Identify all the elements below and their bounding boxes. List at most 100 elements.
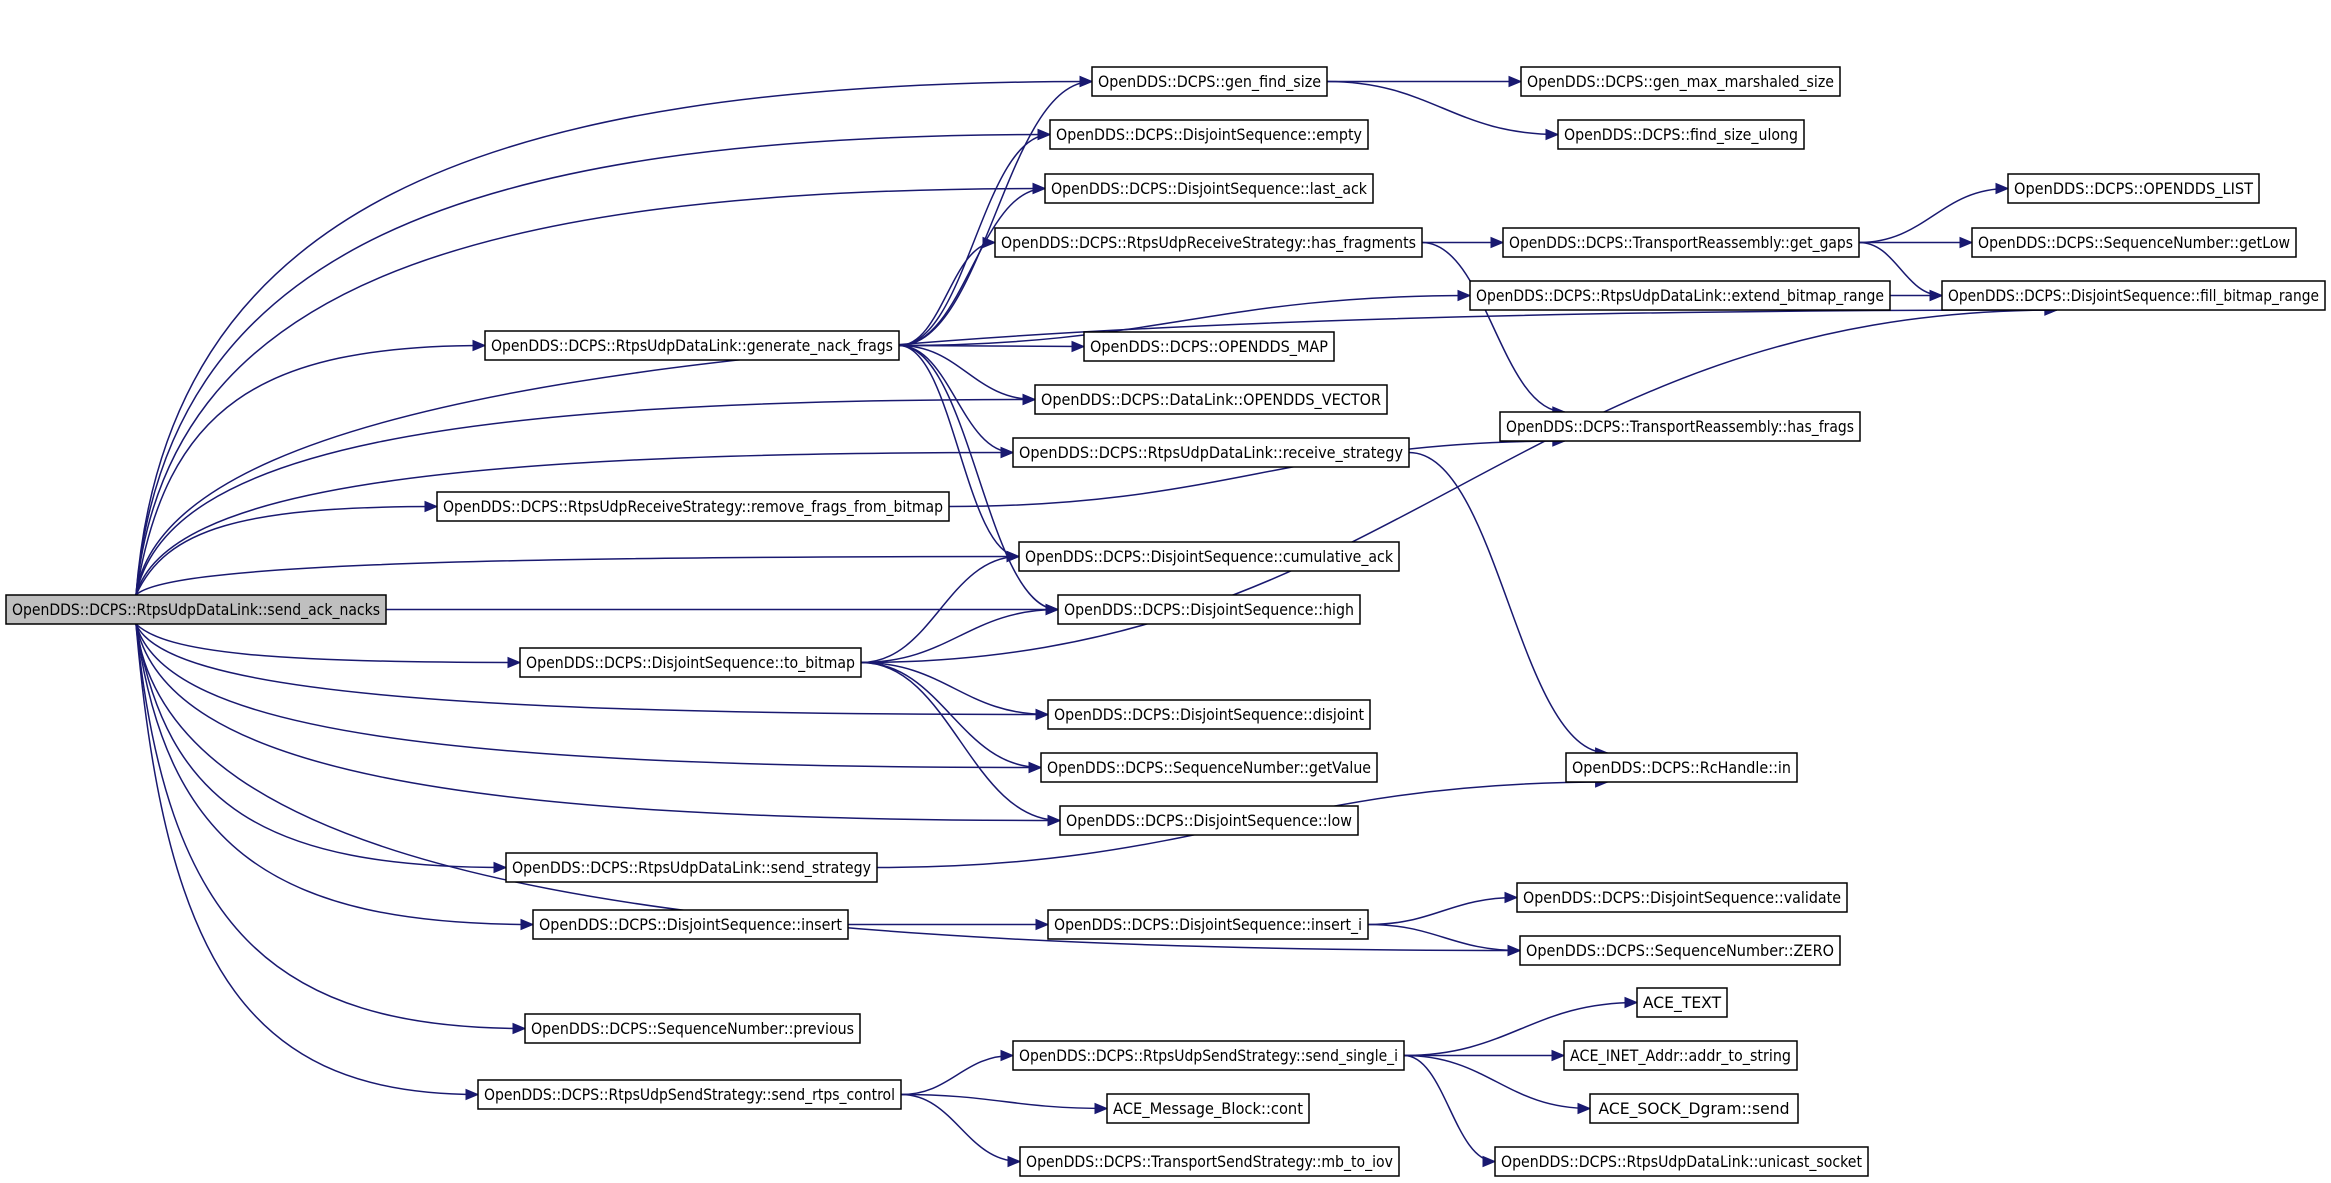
edge-root-to-opendds-vector: [135, 398, 1036, 596]
node-label: OpenDDS::DCPS::SequenceNumber::ZERO: [1526, 942, 1834, 960]
edge-arrowhead: [1507, 944, 1522, 957]
node-label: ACE_SOCK_Dgram::send: [1598, 1100, 1789, 1119]
node-opendds-list[interactable]: OpenDDS::DCPS::OPENDDS_LIST: [2007, 173, 2260, 204]
node-send-rtps-control[interactable]: OpenDDS::DCPS::RtpsUdpSendStrategy::send…: [477, 1079, 902, 1110]
node-label: OpenDDS::DCPS::DisjointSequence::insert: [539, 916, 842, 934]
node-get-gaps[interactable]: OpenDDS::DCPS::TransportReassembly::get_…: [1502, 227, 1860, 258]
node-box: [1469, 280, 1891, 311]
node-box: [1941, 280, 2326, 311]
node-box: [1520, 66, 1841, 97]
edge-arrowhead: [1457, 289, 1472, 302]
node-getvalue[interactable]: OpenDDS::DCPS::SequenceNumber::getValue: [1040, 752, 1378, 783]
edge-arrowhead: [472, 339, 487, 352]
edge: [135, 623, 535, 931]
edge: [1367, 923, 1522, 957]
node-ds-last-ack[interactable]: OpenDDS::DCPS::DisjointSequence::last_ac…: [1044, 173, 1374, 204]
node-mb-to-iov[interactable]: OpenDDS::DCPS::TransportSendStrategy::mb…: [1019, 1146, 1400, 1177]
node-gen-max-marshaled-size[interactable]: OpenDDS::DCPS::gen_max_marshaled_size: [1520, 66, 1841, 97]
edge: [1326, 80, 1560, 141]
node-label: OpenDDS::DCPS::RtpsUdpDataLink::receive_…: [1019, 444, 1403, 463]
node-box: [1040, 752, 1378, 783]
node-gen-find-size[interactable]: OpenDDS::DCPS::gen_find_size: [1091, 66, 1328, 97]
node-receive-strategy[interactable]: OpenDDS::DCPS::RtpsUdpDataLink::receive_…: [1012, 437, 1410, 468]
edge: [898, 289, 1472, 347]
edge: [135, 550, 1021, 596]
node-send-single-i[interactable]: OpenDDS::DCPS::RtpsUdpSendStrategy::send…: [1012, 1040, 1405, 1071]
node-label: OpenDDS::DCPS::DisjointSequence::disjoin…: [1054, 706, 1364, 724]
edge-insert-i-to-zero: [1367, 923, 1521, 952]
node-insert-i[interactable]: OpenDDS::DCPS::DisjointSequence::insert_…: [1047, 909, 1369, 940]
node-cumulative-ack[interactable]: OpenDDS::DCPS::DisjointSequence::cumulat…: [1018, 541, 1400, 572]
node-opendds-map[interactable]: OpenDDS::DCPS::OPENDDS_MAP: [1083, 331, 1335, 362]
edge-to-bitmap-to-getvalue: [860, 661, 1042, 769]
node-has-frags[interactable]: OpenDDS::DCPS::TransportReassembly::has_…: [1499, 411, 1861, 442]
edge: [898, 75, 1094, 347]
node-dgram-send[interactable]: ACE_SOCK_Dgram::send: [1589, 1093, 1799, 1124]
node-send-strategy[interactable]: OpenDDS::DCPS::RtpsUdpDataLink::send_str…: [505, 852, 878, 883]
node-label: OpenDDS::DCPS::RtpsUdpDataLink::extend_b…: [1476, 287, 1884, 306]
edge-arrowhead: [1504, 891, 1519, 904]
node-zero[interactable]: OpenDDS::DCPS::SequenceNumber::ZERO: [1519, 935, 1841, 966]
node-high[interactable]: OpenDDS::DCPS::DisjointSequence::high: [1057, 594, 1361, 625]
edge-arrowhead: [1079, 75, 1094, 88]
edge-gen-nack-frags-to-extend-bitmap: [898, 294, 1471, 347]
edge: [900, 1049, 1015, 1096]
edge-root-to-ds-last-ack: [135, 187, 1046, 596]
edge-arrowhead: [1929, 289, 1944, 302]
edge-root-to-to-bitmap: [135, 623, 521, 664]
edge: [135, 182, 1047, 596]
node-rchandle-in[interactable]: OpenDDS::DCPS::RcHandle::in: [1565, 752, 1798, 783]
node-root[interactable]: OpenDDS::DCPS::RtpsUdpDataLink::send_ack…: [5, 594, 387, 625]
node-insert[interactable]: OpenDDS::DCPS::DisjointSequence::insert: [532, 909, 849, 940]
node-label: OpenDDS::DCPS::TransportReassembly::has_…: [1506, 418, 1854, 437]
edge: [1859, 236, 1974, 249]
node-box: [1499, 411, 1861, 442]
node-box: [1557, 119, 1805, 150]
node-low[interactable]: OpenDDS::DCPS::DisjointSequence::low: [1059, 805, 1359, 836]
node-label: OpenDDS::DCPS::DisjointSequence::high: [1064, 601, 1354, 619]
node-box: [524, 1013, 861, 1044]
node-label: OpenDDS::DCPS::DisjointSequence::low: [1066, 812, 1352, 830]
node-box: [1494, 1146, 1869, 1177]
node-unicast-socket[interactable]: OpenDDS::DCPS::RtpsUdpDataLink::unicast_…: [1494, 1146, 1869, 1177]
node-ace-cont[interactable]: ACE_Message_Block::cont: [1106, 1093, 1310, 1124]
node-label: OpenDDS::DCPS::RtpsUdpDataLink::send_ack…: [12, 601, 380, 620]
edge: [135, 623, 508, 874]
node-opendds-vector[interactable]: OpenDDS::DCPS::DataLink::OPENDDS_VECTOR: [1034, 384, 1388, 415]
edge-insert-i-to-validate: [1367, 896, 1518, 926]
edge-gen-nack-frags-to-opendds-vector: [898, 344, 1036, 401]
node-box: [1565, 752, 1798, 783]
edge: [1421, 241, 1567, 418]
node-box: [2007, 173, 2260, 204]
node-box: [1519, 935, 1841, 966]
node-addr-to-string[interactable]: ACE_INET_Addr::addr_to_string: [1563, 1040, 1798, 1071]
edge: [1403, 996, 1639, 1057]
node-to-bitmap[interactable]: OpenDDS::DCPS::DisjointSequence::to_bitm…: [519, 647, 862, 678]
node-gen-nack-frags[interactable]: OpenDDS::DCPS::RtpsUdpDataLink::generate…: [484, 330, 900, 361]
node-fill-bitmap[interactable]: OpenDDS::DCPS::DisjointSequence::fill_bi…: [1941, 280, 2326, 311]
edge: [1403, 1054, 1497, 1168]
edge-arrowhead: [1035, 918, 1050, 931]
node-extend-bitmap[interactable]: OpenDDS::DCPS::RtpsUdpDataLink::extend_b…: [1469, 280, 1891, 311]
node-box: [1044, 173, 1374, 204]
node-ds-empty[interactable]: OpenDDS::DCPS::DisjointSequence::empty: [1049, 119, 1369, 150]
node-sn-getlow[interactable]: OpenDDS::DCPS::SequenceNumber::getLow: [1971, 227, 2297, 258]
node-has-fragments[interactable]: OpenDDS::DCPS::RtpsUdpReceiveStrategy::h…: [994, 227, 1423, 258]
node-label: OpenDDS::DCPS::DisjointSequence::fill_bi…: [1948, 287, 2319, 306]
edge-arrowhead: [507, 656, 522, 669]
edge-arrowhead: [1490, 236, 1505, 249]
node-find-size-ulong[interactable]: OpenDDS::DCPS::find_size_ulong: [1557, 119, 1805, 150]
edge: [860, 661, 1043, 774]
node-ace-text[interactable]: ACE_TEXT: [1636, 987, 1728, 1018]
edge-root-to-insert: [135, 623, 534, 926]
node-disjoint[interactable]: OpenDDS::DCPS::DisjointSequence::disjoin…: [1047, 699, 1371, 730]
edge-root-to-getvalue: [135, 623, 1042, 769]
node-validate[interactable]: OpenDDS::DCPS::DisjointSequence::validat…: [1516, 882, 1848, 913]
node-remove-frags[interactable]: OpenDDS::DCPS::RtpsUdpReceiveStrategy::r…: [436, 491, 950, 522]
edge: [1408, 451, 1609, 759]
edge-gen-nack-frags-to-receive-strategy: [898, 344, 1014, 454]
node-label: OpenDDS::DCPS::RtpsUdpReceiveStrategy::r…: [443, 498, 943, 517]
node-previous[interactable]: OpenDDS::DCPS::SequenceNumber::previous: [524, 1013, 861, 1044]
edge-root-to-low: [135, 623, 1061, 822]
edge-receive-strategy-to-rchandle-in: [1408, 451, 1608, 754]
